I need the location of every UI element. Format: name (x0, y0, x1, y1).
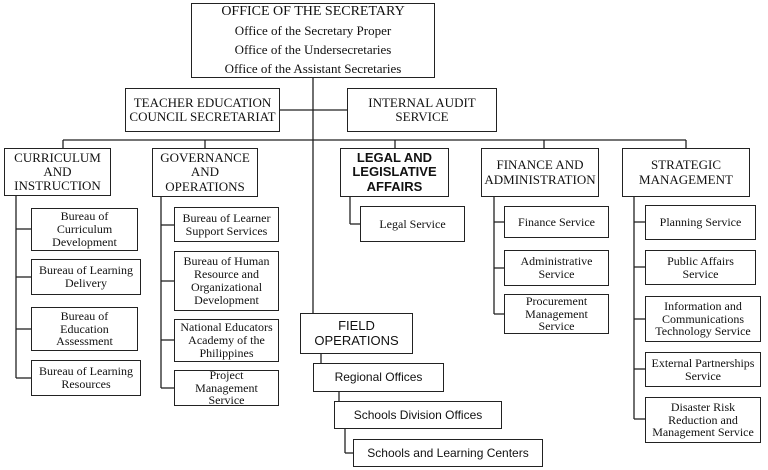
unit-label: Project Management Service (195, 367, 258, 408)
strand-label: CURRICULUM AND INSTRUCTION (14, 149, 101, 194)
unit-label: Administrative Service (520, 254, 593, 281)
field-level-label: Regional Offices (334, 370, 423, 385)
project-management-service-box: Project Management Service (174, 367, 279, 408)
field-operations-box: FIELD OPERATIONS (300, 313, 413, 354)
unit-label: Bureau of Education Assessment (56, 308, 113, 349)
strand-legal-and-legislative-affairs: LEGAL AND LEGISLATIVE AFFAIRS (340, 148, 449, 197)
unit-label: Planning Service (659, 215, 742, 230)
strand-label: STRATEGIC MANAGEMENT (639, 157, 733, 187)
unit-label: Disaster Risk Reduction and Management S… (652, 399, 754, 440)
internal-audit-box: INTERNAL AUDIT SERVICE (347, 88, 497, 132)
bureau-learning-delivery-box: Bureau of Learning Delivery (31, 259, 141, 295)
procurement-management-service-box: Procurement Management Service (504, 294, 609, 334)
bureau-curriculum-development-box: Bureau of Curriculum Development (31, 208, 138, 251)
schools-division-offices-box: Schools Division Offices (334, 401, 502, 429)
disaster-risk-reduction-box: Disaster Risk Reduction and Management S… (645, 397, 761, 443)
teacher-education-council-box: TEACHER EDUCATION COUNCIL SECRETARIAT (125, 88, 280, 132)
unit-label: Bureau of Human Resource and Organizatio… (183, 254, 270, 307)
external-partnerships-service-box: External Partnerships Service (645, 352, 761, 387)
strand-label: GOVERNANCE AND OPERATIONS (160, 150, 250, 194)
unit-label: Public Affairs Service (667, 253, 734, 281)
strand-label: FINANCE AND ADMINISTRATION (484, 157, 596, 187)
bureau-learner-support-services-box: Bureau of Learner Support Services (174, 207, 279, 242)
office-of-the-secretary: OFFICE OF THE SECRETARY Office of the Se… (191, 3, 435, 78)
bureau-human-resource-box: Bureau of Human Resource and Organizatio… (174, 251, 279, 311)
teacher-education-council-label: TEACHER EDUCATION COUNCIL SECRETARIAT (129, 94, 276, 124)
bureau-education-assessment-box: Bureau of Education Assessment (31, 307, 138, 351)
ict-service-box: Information and Communications Technolog… (645, 296, 761, 342)
strand-label: LEGAL AND LEGISLATIVE AFFAIRS (352, 150, 437, 194)
national-educators-academy-box: National Educators Academy of the Philip… (174, 319, 279, 362)
field-operations-label: FIELD OPERATIONS (314, 318, 399, 348)
finance-service-box: Finance Service (504, 206, 609, 238)
unit-label: Legal Service (379, 216, 446, 231)
strand-curriculum-and-instruction: CURRICULUM AND INSTRUCTION (4, 148, 111, 196)
unit-label: Bureau of Curriculum Development (52, 209, 117, 249)
administrative-service-box: Administrative Service (504, 250, 609, 286)
schools-and-learning-centers-box: Schools and Learning Centers (353, 439, 543, 467)
unit-label: Information and Communications Technolog… (655, 298, 751, 339)
unit-label: Bureau of Learning Delivery (39, 263, 133, 290)
unit-label: External Partnerships Service (651, 355, 755, 383)
unit-label: Bureau of Learning Resources (39, 364, 133, 391)
field-level-label: Schools and Learning Centers (367, 445, 529, 460)
unit-label: National Educators Academy of the Philip… (180, 320, 273, 360)
strand-governance-and-operations: GOVERNANCE AND OPERATIONS (152, 148, 258, 197)
regional-offices-box: Regional Offices (313, 363, 444, 392)
planning-service-box: Planning Service (645, 205, 756, 240)
strand-strategic-management: STRATEGIC MANAGEMENT (622, 148, 750, 197)
secretary-proper: Office of the Secretary Proper (234, 23, 392, 39)
undersecretaries: Office of the Undersecretaries (234, 42, 392, 58)
bureau-learning-resources-box: Bureau of Learning Resources (31, 360, 141, 396)
legal-service-box: Legal Service (360, 206, 465, 242)
strand-finance-and-administration: FINANCE AND ADMINISTRATION (481, 148, 599, 197)
assistant-secretaries: Office of the Assistant Secretaries (224, 61, 402, 77)
unit-label: Finance Service (518, 214, 595, 229)
unit-label: Procurement Management Service (525, 293, 588, 334)
unit-label: Bureau of Learner Support Services (182, 210, 271, 238)
internal-audit-label: INTERNAL AUDIT SERVICE (368, 94, 476, 124)
field-level-label: Schools Division Offices (353, 407, 483, 422)
secretary-title: OFFICE OF THE SECRETARY (221, 4, 405, 20)
public-affairs-service-box: Public Affairs Service (645, 250, 756, 285)
